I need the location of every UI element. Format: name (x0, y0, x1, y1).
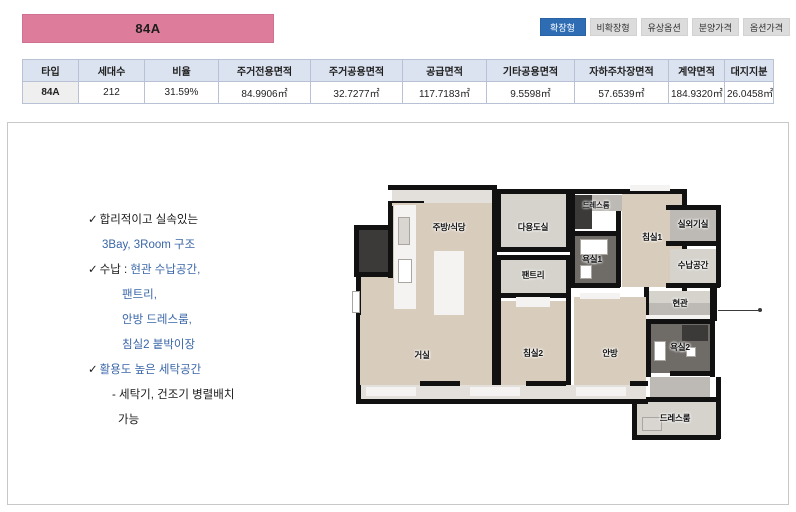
col-parking: 자하주차장면적 (574, 59, 669, 82)
room-label-dressroom-bottom: 드레스룸 (659, 413, 691, 423)
tab-sale-price[interactable]: 분양가격 (691, 18, 739, 36)
feature-item: 팬트리, (88, 283, 318, 308)
feature-text: 침실2 붙박이장 (122, 339, 196, 351)
col-ratio: 비율 (144, 59, 219, 82)
check-icon: ✓ (88, 264, 98, 276)
spec-table: 타입 세대수 비율 주거전용면적 주거공용면적 공급면적 기타공용면적 자하주차… (22, 59, 774, 104)
table-header-row: 타입 세대수 비율 주거전용면적 주거공용면적 공급면적 기타공용면적 자하주차… (22, 59, 774, 82)
room-label-kitchen-dining: 주방/식당 (432, 222, 466, 232)
table-row: 84A 212 31.59% 84.9906㎡ 32.7277㎡ 117.718… (22, 81, 774, 104)
floor-plan-drawing: 주방/식당 다용도실 팬트리 드레스룸 욕실1 침실1 실외기실 수납공간 현관… (330, 165, 770, 440)
feature-item: 침실2 붙박이장 (88, 333, 318, 358)
feature-text: 가능 (118, 414, 140, 426)
room-label-bathroom-2: 욕실2 (670, 342, 690, 352)
col-supply: 공급면적 (402, 59, 487, 82)
feature-text: 안방 드레스룸, (122, 314, 192, 326)
col-land-share: 대지지분 (724, 59, 774, 82)
room-label-master-bedroom: 안방 (602, 348, 618, 358)
feature-text: 합리적이고 실속있는 (99, 214, 199, 226)
room-label-bedroom-1: 침실1 (642, 232, 662, 242)
cell-households: 212 (78, 81, 145, 104)
tab-non-expanded[interactable]: 비확장형 (589, 18, 637, 36)
col-households: 세대수 (78, 59, 145, 82)
col-contract: 계약면적 (668, 59, 725, 82)
feature-item: ✓수납 : 현관 수납공간, (88, 258, 318, 283)
room-label-pantry: 팬트리 (521, 270, 545, 280)
feature-item: 안방 드레스룸, (88, 308, 318, 333)
cell-contract-area: 184.9320㎡ (668, 81, 725, 104)
room-label-storage: 수납공간 (677, 260, 709, 270)
col-other-common: 기타공용면적 (486, 59, 575, 82)
feature-item: ✓활용도 높은 세탁공간 (88, 358, 318, 383)
check-icon: ✓ (88, 364, 98, 376)
cell-ratio: 31.59% (144, 81, 219, 104)
cell-other-common-area: 9.5598㎡ (486, 81, 575, 104)
type-banner-label: 84A (135, 21, 161, 36)
top-bar: 84A 확장형 비확장형 유상옵션 분양가격 옵션가격 (0, 0, 796, 52)
room-label-entrance: 현관 (672, 298, 688, 308)
cell-exclusive-area: 84.9906㎡ (218, 81, 311, 104)
col-exclusive: 주거전용면적 (218, 59, 311, 82)
feature-text: 수납 : (99, 264, 131, 276)
cell-common-area: 32.7277㎡ (310, 81, 403, 104)
view-tab-group: 확장형 비확장형 유상옵션 분양가격 옵션가격 (539, 18, 790, 36)
feature-item: 가능 (88, 408, 318, 433)
room-label-outdoor-unit: 실외기실 (677, 219, 709, 229)
room-label-living: 거실 (414, 350, 430, 360)
feature-text-emphasis: 현관 수납공간, (130, 264, 201, 276)
room-label-utility: 다용도실 (517, 222, 549, 232)
feature-item: 3Bay, 3Room 구조 (88, 233, 318, 258)
tab-option-price[interactable]: 옵션가격 (742, 18, 790, 36)
col-common: 주거공용면적 (310, 59, 403, 82)
tab-paid-options[interactable]: 유상옵션 (640, 18, 688, 36)
cell-supply-area: 117.7183㎡ (402, 81, 487, 104)
type-banner: 84A (22, 14, 274, 43)
tab-expanded[interactable]: 확장형 (539, 18, 586, 36)
check-icon: ✓ (88, 214, 98, 226)
feature-item: - 세탁기, 건조기 병렬배치 (88, 383, 318, 408)
room-label-bedroom-2: 침실2 (523, 348, 543, 358)
feature-text: 3Bay, 3Room 구조 (102, 239, 196, 251)
feature-item: ✓합리적이고 실속있는 (88, 208, 318, 233)
feature-text: - 세탁기, 건조기 병렬배치 (112, 389, 235, 401)
cell-type: 84A (22, 81, 79, 104)
room-label-bathroom-1: 욕실1 (582, 254, 602, 264)
feature-text: 팬트리, (122, 289, 157, 301)
feature-list: ✓합리적이고 실속있는 3Bay, 3Room 구조 ✓수납 : 현관 수납공간… (88, 208, 318, 433)
room-label-dressroom-top: 드레스룸 (582, 200, 610, 210)
cell-parking-area: 57.6539㎡ (574, 81, 669, 104)
feature-text: 활용도 높은 세탁공간 (99, 364, 202, 376)
col-type: 타입 (22, 59, 79, 82)
cell-land-share: 26.0458㎡ (724, 81, 774, 104)
